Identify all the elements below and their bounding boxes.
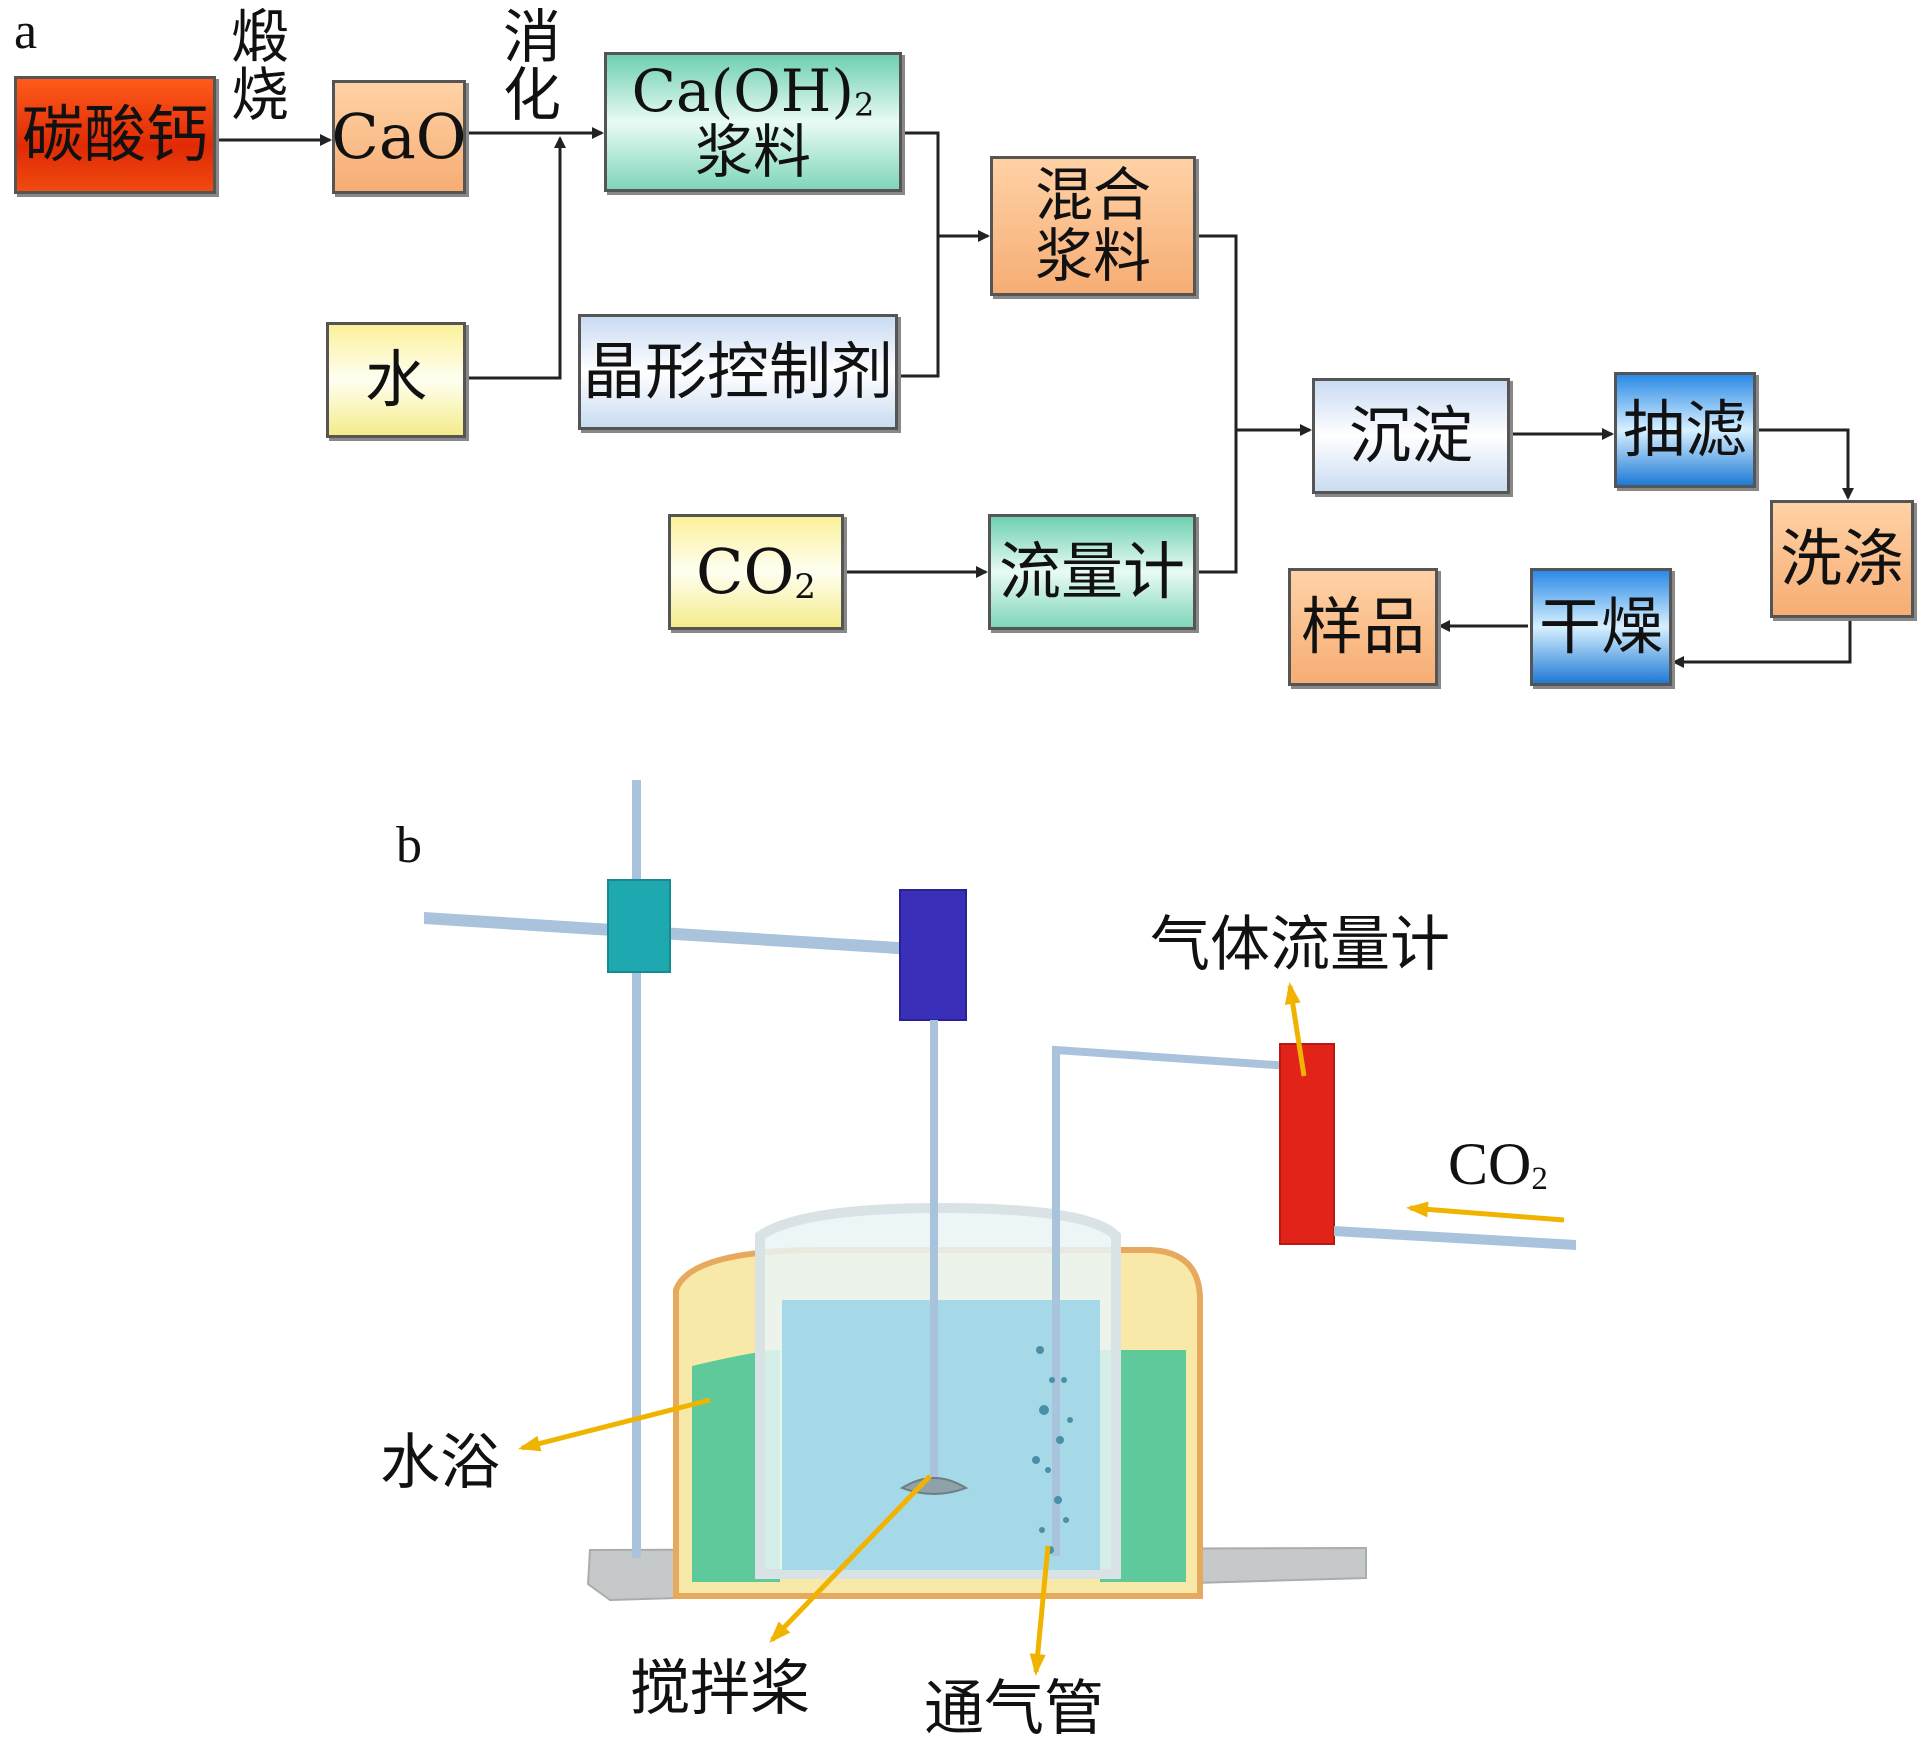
stirrer-shaft	[930, 1020, 938, 1490]
box-cao-label: CaO	[331, 100, 467, 174]
callout-line-water-bath	[518, 1397, 711, 1452]
callout-line-flowmeter	[1284, 982, 1307, 1077]
arrow-mixed-precipitate	[1196, 234, 1312, 436]
box-wash-label: 洗涤	[1779, 522, 1904, 596]
box-caoh2-slurry-line2: 浆料	[694, 118, 811, 187]
step-label-slake: 消化	[502, 3, 561, 129]
callout-stirrer: 搅拌桨	[630, 1654, 810, 1724]
callout-gas-flowmeter: 气体流量计	[1150, 910, 1450, 980]
line-flowmeter-join	[1196, 430, 1238, 574]
box-mixed-slurry: 混合 浆料	[990, 156, 1196, 296]
gas-tube	[1052, 1045, 1291, 1556]
box-dry: 干燥	[1530, 568, 1672, 686]
box-cao: CaO	[331, 80, 467, 194]
callout-co2: CO2	[1448, 1131, 1548, 1197]
arrow-wash-dry	[1672, 620, 1852, 668]
box-co2: CO2	[668, 514, 844, 630]
box-precipitate: 沉淀	[1312, 378, 1510, 494]
box-caoh2-slurry-formula: Ca(OH)2	[631, 56, 875, 125]
box-caoh2-slurry: Ca(OH)2 浆料	[604, 52, 902, 192]
gas-flowmeter-body	[1279, 1043, 1335, 1245]
panel-b-label: b	[396, 817, 422, 874]
box-mixed-slurry-line1: 混合	[1034, 161, 1151, 230]
arrow-slurry-mixed	[902, 131, 990, 242]
box-suction-filter-label: 抽滤	[1622, 393, 1747, 467]
box-crystal-control-agent-label: 晶形控制剂	[582, 335, 893, 409]
water-bath-water-right	[1100, 1350, 1186, 1582]
box-sample-label: 样品	[1300, 590, 1425, 664]
co2-arrow	[1406, 1201, 1565, 1223]
co2-inlet-tube	[1334, 1226, 1576, 1250]
box-wash: 洗涤	[1770, 500, 1914, 618]
box-water: 水	[326, 322, 466, 438]
panel-a-label: a	[14, 3, 38, 60]
box-sample: 样品	[1288, 568, 1438, 686]
step-label-calcine: 煅烧	[230, 3, 289, 129]
clamp-block	[607, 879, 671, 973]
box-suction-filter: 抽滤	[1614, 372, 1756, 488]
box-co2-label: CO2	[696, 534, 816, 608]
box-flowmeter-label: 流量计	[998, 535, 1185, 609]
box-water-label: 水	[364, 343, 427, 417]
arrow-water-slake	[466, 136, 566, 380]
arrow-filter-wash	[1756, 428, 1854, 500]
line-crystal-agent-join	[898, 236, 940, 378]
callout-water-bath: 水浴	[380, 1428, 500, 1498]
stirrer-motor	[899, 889, 967, 1021]
callout-gas-tube: 通气管	[924, 1674, 1104, 1744]
callout-line-stirrer	[769, 1474, 932, 1643]
horizontal-arm	[424, 912, 960, 958]
box-calcium-carbonate-label: 碳酸钙	[21, 98, 208, 172]
box-calcium-carbonate: 碳酸钙	[14, 76, 216, 194]
beaker-liquid	[782, 1300, 1100, 1570]
box-flowmeter: 流量计	[988, 514, 1196, 630]
callout-line-gas-tube	[1029, 1545, 1051, 1676]
box-precipitate-label: 沉淀	[1348, 399, 1473, 473]
box-dry-label: 干燥	[1538, 590, 1663, 664]
stand-rod	[632, 780, 641, 1558]
box-mixed-slurry-line2: 浆料	[1034, 222, 1151, 290]
box-crystal-control-agent: 晶形控制剂	[578, 314, 898, 430]
